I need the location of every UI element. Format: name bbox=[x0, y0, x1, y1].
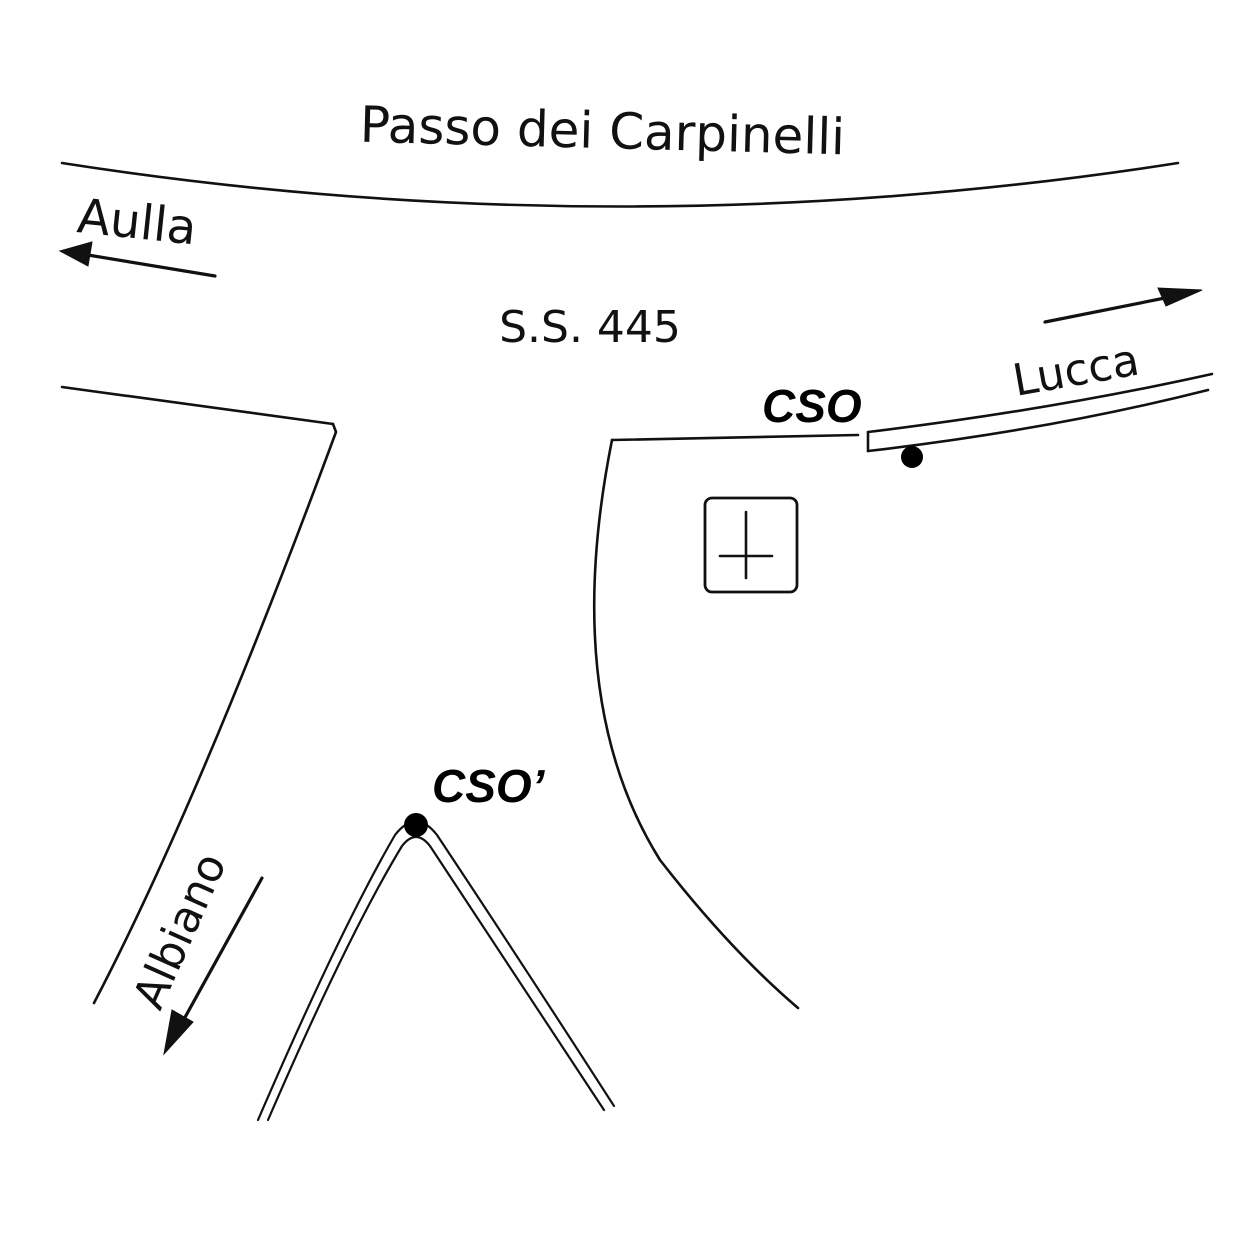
aulla-label: Aulla bbox=[75, 188, 200, 256]
road-name-label: S.S. 445 bbox=[499, 302, 681, 353]
lucca-arrow bbox=[1043, 287, 1203, 324]
main-road bbox=[60, 161, 1180, 442]
cso-location-dot-icon bbox=[901, 446, 923, 468]
aulla-arrow bbox=[58, 241, 217, 278]
fork-path-inner-edge bbox=[266, 835, 606, 1122]
church-cross-icon bbox=[703, 496, 799, 594]
lucca-branch-upper-edge bbox=[866, 372, 1214, 434]
cso-label: CSO bbox=[762, 380, 862, 432]
lucca-branch-lower-edge bbox=[866, 388, 1210, 453]
lucca-arrow-icon bbox=[1157, 287, 1203, 307]
main-road-south-edge-east bbox=[610, 433, 860, 442]
fork-path-outer-edge bbox=[256, 820, 616, 1122]
main-road-north-edge bbox=[60, 161, 1180, 208]
pass-name-label: Passo dei Carpinelli bbox=[359, 96, 846, 167]
albiano-road bbox=[92, 422, 800, 1010]
main-road-south-edge-west bbox=[60, 385, 335, 426]
fork-path bbox=[256, 820, 616, 1122]
albiano-label: Albiano bbox=[123, 846, 236, 1017]
aulla-arrow-icon bbox=[58, 241, 93, 267]
albiano-arrow-icon bbox=[163, 1009, 194, 1056]
albiano-road-east-edge bbox=[592, 438, 800, 1010]
albiano-arrow bbox=[163, 876, 264, 1056]
cso-alt-location-dot-icon bbox=[404, 813, 428, 837]
lucca-label: Lucca bbox=[1009, 335, 1143, 407]
cso-alt-label: CSO’ bbox=[432, 760, 546, 812]
lucca-branch-road bbox=[866, 372, 1214, 453]
albiano-road-west-edge bbox=[92, 422, 338, 1005]
